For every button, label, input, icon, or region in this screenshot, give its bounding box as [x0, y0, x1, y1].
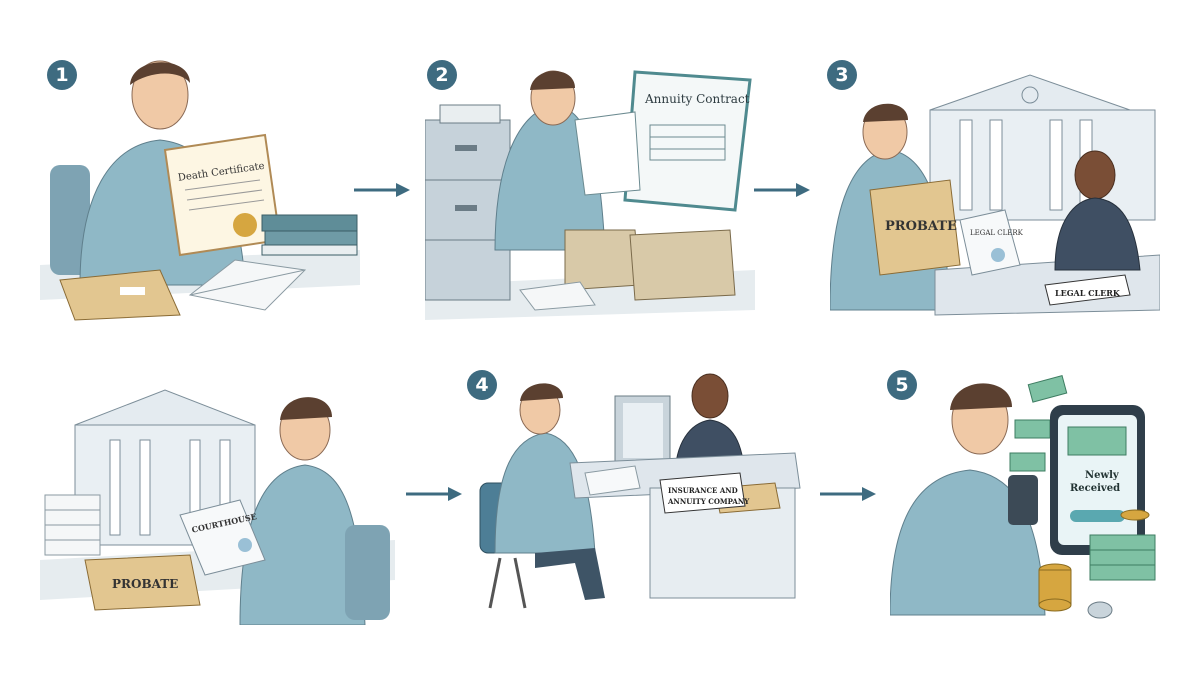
probate-label: PROBATE [885, 219, 957, 234]
smartphone [1008, 475, 1038, 525]
phone-message-line-1: Newly [1085, 470, 1120, 481]
courthouse-submission-illustration: PROBATE COURTHOUSE [40, 385, 395, 625]
death-certificate: Death Certificate [165, 135, 280, 255]
arrow-icon [404, 484, 464, 504]
phone-screen: Newly Received [1050, 405, 1145, 555]
cash-stack-icon [1090, 535, 1155, 580]
paper-stack [45, 495, 100, 555]
nameplate-line-2: ANNUITY COMPANY [667, 497, 750, 506]
step-1-illustration: Death Certificate [40, 55, 360, 325]
document-heading: LEGAL CLERK [970, 229, 1024, 237]
nameplate-text: LEGAL CLERK [1055, 288, 1121, 298]
step-5-illustration: Newly Received [890, 365, 1170, 630]
probate-folder: PROBATE [870, 180, 960, 275]
annuity-contract: Annuity Contract [625, 72, 750, 210]
probate-folder: PROBATE [85, 555, 200, 610]
courthouse [930, 75, 1155, 220]
arrow-icon [752, 180, 812, 200]
step-2-illustration: Annuity Contract [425, 70, 755, 320]
step-3-illustration: PROBATE LEGAL CLERK LEGAL CLERK [830, 70, 1160, 320]
arrow-icon [352, 180, 412, 200]
contract-title: Annuity Contract [644, 92, 750, 106]
phone-message-line-2: Received [1070, 483, 1120, 494]
probate-label: PROBATE [112, 577, 178, 591]
step-4-illustration: INSURANCE AND ANNUITY COMPANY [475, 368, 805, 618]
company-nameplate: INSURANCE AND ANNUITY COMPANY [660, 473, 750, 513]
book-stack [262, 215, 357, 255]
monitor [615, 396, 670, 466]
nameplate-line-1: INSURANCE AND [668, 486, 738, 495]
arrow-icon [818, 484, 878, 504]
